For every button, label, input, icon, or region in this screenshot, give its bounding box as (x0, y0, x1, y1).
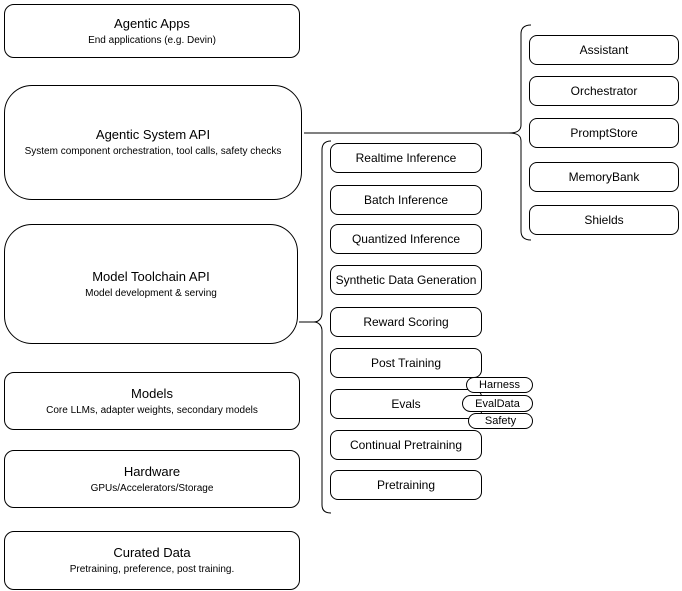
node-models-title: Models (131, 385, 173, 401)
node-orchestrator: Orchestrator (529, 76, 679, 106)
node-model-toolchain-api-subtitle: Model development & serving (85, 287, 217, 299)
node-pretraining: Pretraining (330, 470, 482, 500)
node-post-training: Post Training (330, 348, 482, 378)
node-evals: Evals (330, 389, 482, 419)
brace-right-group (508, 24, 532, 241)
node-agentic-apps: Agentic Apps End applications (e.g. Devi… (4, 4, 300, 58)
node-continual-pretraining-label: Continual Pretraining (349, 438, 463, 452)
node-promptstore: PromptStore (529, 118, 679, 148)
node-curated-data: Curated Data Pretraining, preference, po… (4, 531, 300, 590)
node-batch-inference: Batch Inference (330, 185, 482, 215)
node-hardware-subtitle: GPUs/Accelerators/Storage (90, 482, 214, 494)
node-realtime-inference: Realtime Inference (330, 143, 482, 173)
node-shields-label: Shields (584, 213, 624, 227)
node-memorybank-label: MemoryBank (568, 170, 640, 184)
node-quantized-inference: Quantized Inference (330, 224, 482, 254)
node-realtime-inference-label: Realtime Inference (355, 151, 457, 165)
node-assistant-label: Assistant (579, 43, 629, 57)
node-memorybank: MemoryBank (529, 162, 679, 192)
tag-evaldata: EvalData (462, 395, 533, 412)
node-agentic-system-api-subtitle: System component orchestration, tool cal… (24, 146, 282, 157)
tag-harness-label: Harness (479, 379, 520, 391)
tag-safety: Safety (468, 413, 533, 429)
node-agentic-apps-subtitle: End applications (e.g. Devin) (88, 34, 216, 46)
brace-middle-group (313, 140, 332, 514)
node-orchestrator-label: Orchestrator (570, 84, 638, 98)
node-pretraining-label: Pretraining (376, 478, 436, 492)
node-evals-label: Evals (391, 397, 421, 411)
node-synthetic-data-generation-label: Synthetic Data Generation (335, 273, 477, 287)
node-batch-inference-label: Batch Inference (363, 193, 449, 207)
node-reward-scoring-label: Reward Scoring (363, 315, 449, 329)
node-quantized-inference-label: Quantized Inference (351, 232, 461, 246)
tag-evaldata-label: EvalData (475, 397, 520, 410)
node-model-toolchain-api: Model Toolchain API Model development & … (4, 224, 298, 344)
node-model-toolchain-api-title: Model Toolchain API (92, 268, 210, 284)
node-curated-data-subtitle: Pretraining, preference, post training. (69, 564, 235, 575)
node-assistant: Assistant (529, 35, 679, 65)
tag-harness: Harness (466, 377, 533, 393)
node-synthetic-data-generation: Synthetic Data Generation (330, 265, 482, 295)
node-models-subtitle: Core LLMs, adapter weights, secondary mo… (46, 404, 258, 416)
node-post-training-label: Post Training (370, 356, 442, 370)
tag-safety-label: Safety (484, 415, 517, 427)
node-hardware-title: Hardware (123, 463, 181, 479)
node-agentic-system-api: Agentic System API System component orch… (4, 85, 302, 200)
node-agentic-apps-title: Agentic Apps (114, 15, 190, 31)
node-promptstore-label: PromptStore (570, 126, 638, 140)
node-continual-pretraining: Continual Pretraining (330, 430, 482, 460)
node-reward-scoring: Reward Scoring (330, 307, 482, 337)
node-curated-data-title: Curated Data (113, 545, 191, 560)
node-agentic-system-api-title: Agentic System API (95, 127, 211, 142)
node-models: Models Core LLMs, adapter weights, secon… (4, 372, 300, 430)
node-shields: Shields (529, 205, 679, 235)
node-hardware: Hardware GPUs/Accelerators/Storage (4, 450, 300, 508)
